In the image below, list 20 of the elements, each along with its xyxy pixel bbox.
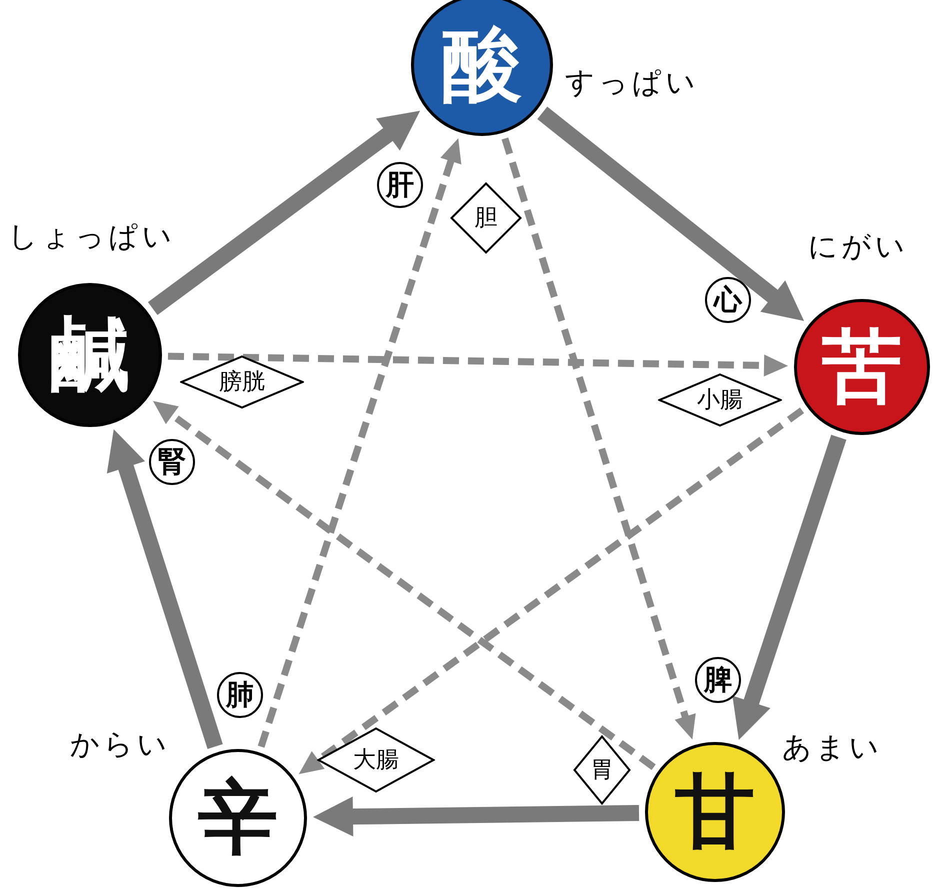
organ-diamond: 膀胱 xyxy=(180,355,304,409)
dashed-arrow xyxy=(258,138,462,748)
arrow xyxy=(537,106,804,321)
reading-label: すっぱい xyxy=(565,68,699,97)
arrow xyxy=(732,434,846,740)
arrow xyxy=(106,429,223,749)
dashed-arrow xyxy=(298,408,804,774)
reading-label: あまい xyxy=(782,733,882,762)
arrow xyxy=(148,110,420,316)
organ-diamond: 胃 xyxy=(573,735,631,805)
dashed-arrow xyxy=(168,352,788,376)
arrow xyxy=(313,796,640,837)
reading-label: からい xyxy=(70,730,170,759)
organ-diamond: 胆 xyxy=(450,182,522,254)
reading-label: にがい xyxy=(808,232,908,261)
organ-diamond: 小腸 xyxy=(658,373,782,427)
reading-label: しょっぱい xyxy=(8,222,176,251)
dashed-arrow xyxy=(152,401,656,770)
organ-diamond: 大腸 xyxy=(317,727,435,793)
dashed-arrow xyxy=(502,137,696,740)
